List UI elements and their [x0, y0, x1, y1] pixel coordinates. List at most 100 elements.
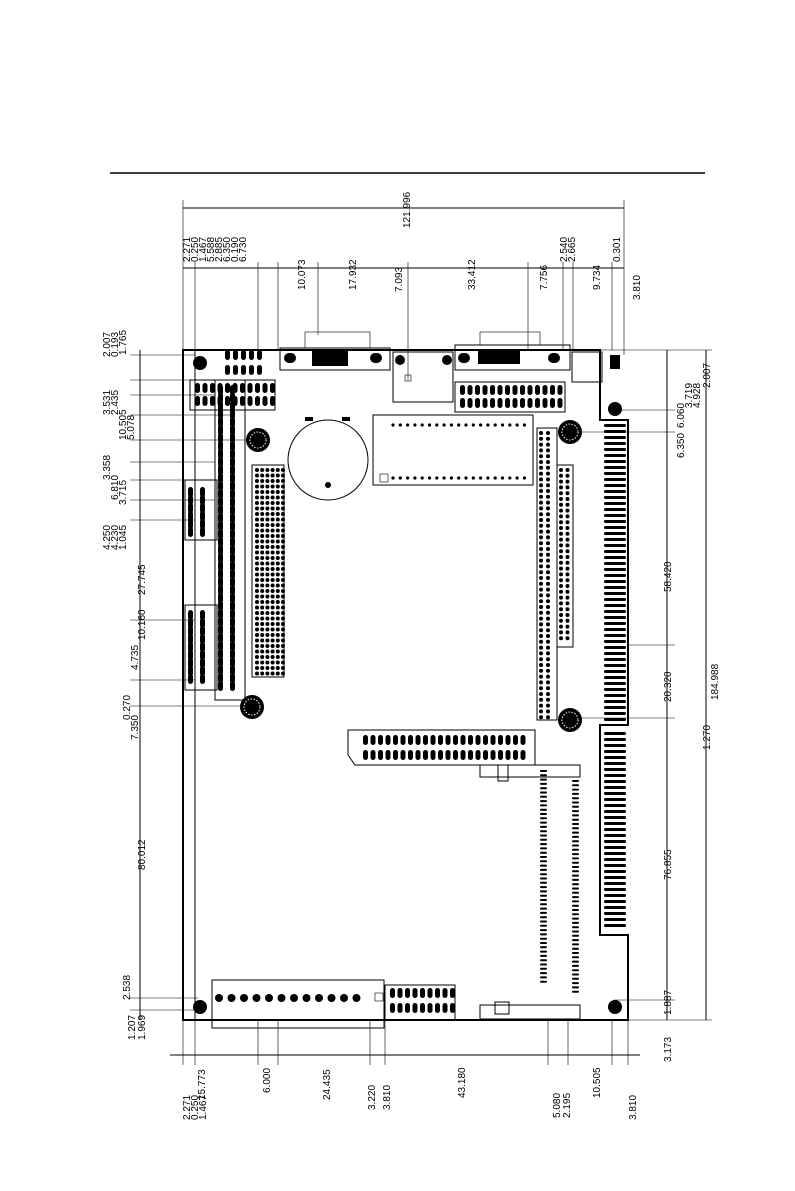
right-dim-6: 20.320: [663, 671, 674, 702]
right-dim-9: 76.855: [663, 849, 674, 880]
pc104-connector: [347, 729, 536, 766]
left-dim-20: 1.207: [127, 1015, 138, 1040]
bottom-small-header: [384, 984, 456, 1021]
right-dim-11: 3.173: [663, 1037, 674, 1062]
left-dim-0: 2.007: [102, 332, 113, 357]
left-dim-21: 1.969: [137, 1015, 148, 1040]
terminal-pins: [215, 994, 361, 1002]
bottom-dimension-band: [170, 1020, 640, 1065]
top-dim-9: 17.932: [348, 259, 359, 290]
pin-grid-left: [255, 468, 285, 676]
left-dim-9: 3.715: [118, 480, 129, 505]
edge-fingers-lower: [604, 732, 626, 927]
left-small-header-1: [184, 479, 218, 541]
bottom-dim-7: 3.810: [382, 1085, 393, 1110]
bottom-dim-8: 43.180: [457, 1067, 468, 1098]
dip-socket: [372, 414, 534, 486]
terminal-block: [211, 979, 385, 1029]
right-dim-4: 6.350: [676, 433, 687, 458]
bottom-small-pins-b: [390, 1003, 455, 1013]
top-dim-12: 7.756: [539, 265, 550, 290]
top-dim-5: 6.350: [222, 237, 233, 262]
top-dim-0: 2.271: [182, 237, 193, 262]
right-dim-2: 3.719: [684, 383, 695, 408]
bottom-dim-11: 10.505: [592, 1067, 603, 1098]
top-dim-11: 33.412: [467, 259, 478, 290]
right-dim-0: 2.007: [702, 363, 713, 388]
coin-battery: [287, 417, 369, 501]
left-small-pins-1a: [188, 487, 193, 537]
socket-pins-bottom: [391, 476, 527, 480]
left-dim-8: 6.810: [110, 475, 121, 500]
right-dim-10: 1.887: [663, 990, 674, 1015]
right-dimension-labels: 2.0074.9283.7196.0606.35058.42020.3201.2…: [663, 363, 721, 1062]
bottom-dim-0: 2.271: [182, 1095, 193, 1120]
mounting-holes: [193, 356, 622, 1014]
left-dim-11: 4.230: [110, 525, 121, 550]
left-dim-17: 7.350: [130, 715, 141, 740]
top-dim-14: 2.665: [567, 237, 578, 262]
top-small-pins-a: [225, 350, 262, 360]
top-dim-2: 1.467: [198, 237, 209, 262]
vga-connector: [279, 331, 391, 371]
top-dimension-labels: 2.2710.2501.4675.5882.8856.3500.1906.730…: [182, 237, 623, 292]
bottom-dim-9: 5.080: [552, 1093, 563, 1118]
left-small-pins-2b: [200, 610, 205, 684]
left-dim-1: 0.193: [110, 332, 121, 357]
bottom-dim-1: 0.250: [190, 1095, 201, 1120]
top-dim-10: 7.093: [394, 267, 405, 292]
top-right-pins-a: [460, 385, 563, 395]
left-header-col1: [218, 385, 223, 691]
left-dim-7: 3.358: [102, 455, 113, 480]
bottom-dim-5: 24.435: [322, 1069, 333, 1100]
pc104-pins-a: [363, 735, 526, 745]
bottom-dim-2: 1.467: [198, 1095, 209, 1120]
edge-fingers-upper: [604, 424, 626, 721]
top-dim-3: 5.588: [206, 237, 217, 262]
right-dim-8: 184.988: [710, 663, 721, 700]
left-dim-19: 2.538: [122, 975, 133, 1000]
right-dim-3: 6.060: [676, 403, 687, 428]
left-dim-4: 2.435: [110, 390, 121, 415]
top-left-pins-a: [195, 383, 275, 393]
right-dim-5: 58.420: [663, 561, 674, 592]
com-connector: [454, 331, 571, 371]
mid-pins-a: [539, 431, 550, 720]
bottom-small-pins-a: [390, 988, 455, 998]
left-dim-12: 1.045: [118, 525, 129, 550]
top-dimension-band: [182, 200, 625, 380]
bottom-dim-3: 15.773: [197, 1069, 208, 1100]
mid-pin-frame-b: [556, 464, 574, 648]
top-dim-8: 10.073: [297, 259, 308, 290]
bottom-dim-6: 3.220: [367, 1085, 378, 1110]
top-dim-4: 2.885: [214, 237, 225, 262]
bottom-dim-4: 6.000: [262, 1068, 273, 1093]
left-dim-10: 4.250: [102, 525, 113, 550]
left-dim-3: 3.531: [102, 390, 113, 415]
left-dim-13: 27.745: [137, 564, 148, 595]
pin-arrays: [184, 350, 626, 1021]
top-small-pins-b: [225, 365, 262, 375]
overall-width-label: 121.996: [402, 191, 413, 228]
left-dim-18: 80.012: [137, 839, 148, 870]
right-dimension-band: [570, 349, 712, 1021]
bottom-dim-10: 2.195: [562, 1093, 573, 1118]
top-right-pins-b: [460, 398, 563, 408]
left-dim-14: 10.160: [137, 609, 148, 640]
board-outline: [182, 349, 629, 1021]
left-small-pins-1b: [200, 487, 205, 537]
pin-grid-left-frame: [251, 464, 285, 678]
left-dim-15: 4.735: [130, 645, 141, 670]
socket-pins-top: [391, 423, 527, 427]
pc104-pins-b: [363, 750, 526, 760]
right-dim-7: 1.270: [702, 725, 713, 750]
left-dim-5: 10.505: [118, 409, 129, 440]
left-small-header-2: [184, 604, 218, 691]
top-dim-1: 0.250: [190, 237, 201, 262]
lan-connector: [392, 351, 454, 403]
cf-pins-b: [572, 780, 579, 993]
left-dim-6: 5.078: [126, 415, 137, 440]
top-left-header: [189, 379, 276, 411]
